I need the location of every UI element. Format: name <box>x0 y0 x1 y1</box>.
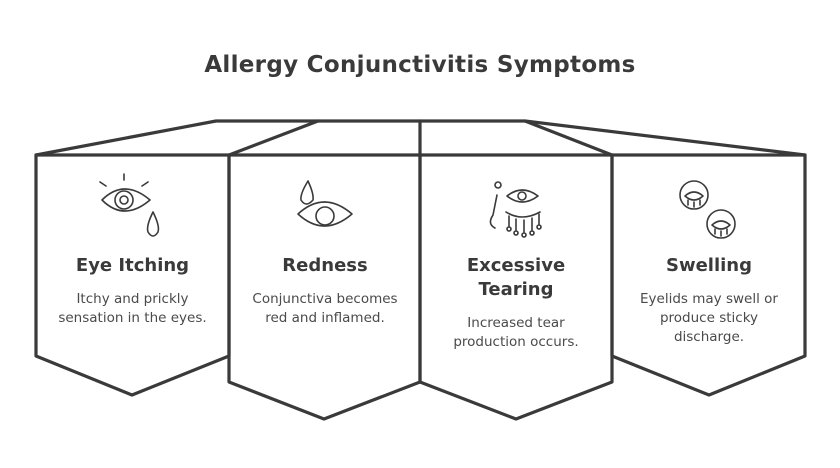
panel-description: Increased tear production occurs. <box>453 315 579 350</box>
panel-description: Itchy and prickly sensation in the eyes. <box>58 291 207 326</box>
panel-eye-itching <box>34 153 231 397</box>
panel-swelling <box>610 153 807 397</box>
panel-title: Eye Itching <box>75 255 190 276</box>
panel-swelling-text: Swelling Eyelids may swell or produce st… <box>625 254 793 347</box>
panel-eye-itching-text: Eye Itching Itchy and prickly sensation … <box>46 254 219 328</box>
panel-title: Excessive Tearing <box>466 255 566 300</box>
panel-title: Swelling <box>665 255 752 276</box>
diagram-title: Allergy Conjunctivitis Symptoms <box>204 52 636 78</box>
red-eye-drop-icon <box>297 180 353 227</box>
panel-excessive-tearing-text: Excessive Tearing Increased tear product… <box>444 254 588 352</box>
panel-redness-text: Redness Conjunctiva becomes red and infl… <box>240 254 410 328</box>
panel-redness <box>227 153 422 421</box>
panel-title: Redness <box>282 255 368 276</box>
itchy-eye-icon <box>99 173 160 237</box>
swollen-eyelids-icon <box>679 180 736 239</box>
panel-description: Eyelids may swell or produce sticky disc… <box>640 291 778 345</box>
roof <box>34 119 807 157</box>
tearing-eye-icon <box>489 181 542 238</box>
panel-excessive-tearing <box>418 153 614 421</box>
panel-description: Conjunctiva becomes red and inflamed. <box>252 291 398 326</box>
